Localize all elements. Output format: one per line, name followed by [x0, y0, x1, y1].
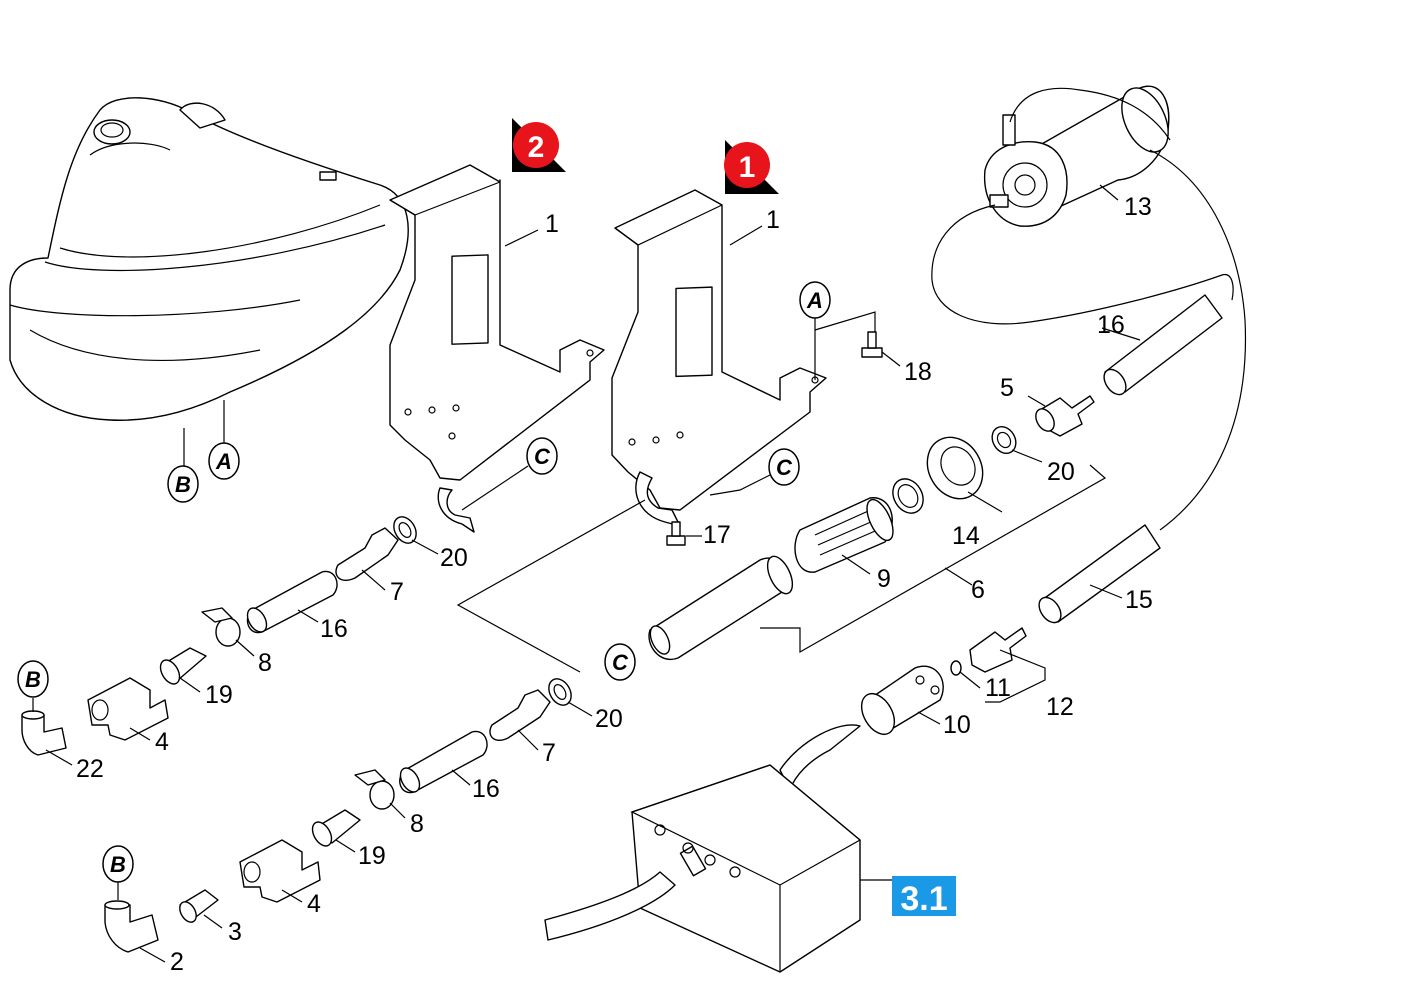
hose-loop-outer: [1149, 149, 1247, 531]
marker-a-bracket: A: [799, 281, 831, 319]
callout-fitting-19-lower: 19: [358, 842, 386, 870]
callout-washer-20-right: 20: [1047, 458, 1075, 486]
svg-text:C: C: [534, 444, 551, 469]
callout-screw-18: 18: [904, 358, 932, 386]
hose-loop: [931, 204, 1234, 325]
clamp-8-upper: [201, 607, 255, 657]
svg-text:3.1: 3.1: [900, 880, 947, 918]
callout-filter-9: 9: [877, 565, 891, 593]
washer-20-upper: [393, 516, 439, 555]
svg-text:2: 2: [528, 131, 545, 164]
callout-nipple-5: 5: [1000, 374, 1014, 402]
callout-clamp-8-lower: 8: [410, 810, 424, 838]
valve-4-lower: [239, 839, 321, 903]
bracket-variant-1: [611, 189, 827, 527]
bracket-variant-2: [389, 164, 605, 533]
svg-text:C: C: [776, 455, 793, 480]
washer-20-lower: [548, 678, 593, 717]
svg-text:C: C: [612, 650, 629, 675]
callout-coupling-10: 10: [943, 711, 971, 739]
pump-13: [983, 85, 1171, 227]
svg-text:B: B: [175, 472, 191, 497]
coupling-10: [860, 665, 944, 735]
nipple-11-12: [950, 627, 1046, 703]
variant-badge-2: 2: [512, 118, 566, 172]
callout-clamp-8-upper: 8: [258, 649, 272, 677]
washer-20-right: [991, 425, 1043, 463]
nut-14: [892, 436, 1003, 514]
filter-9: [794, 497, 894, 575]
svg-text:B: B: [25, 667, 41, 692]
callout-washer-20-lower: 20: [595, 705, 623, 733]
marker-b-tank: B: [167, 465, 199, 503]
callout-washer-20-upper: 20: [440, 544, 468, 572]
callout-bracket-1: 1: [766, 206, 780, 234]
nozzle-7-upper: [335, 527, 399, 591]
callout-nipple-3: 3: [228, 918, 242, 946]
elbow-2: [104, 900, 166, 963]
marker-b-lower: B: [102, 845, 134, 883]
callout-hose-top: 16: [1097, 311, 1125, 339]
nipple-3: [179, 889, 223, 929]
svg-text:1: 1: [739, 151, 756, 184]
svg-text:B: B: [110, 852, 126, 877]
callout-elbow-2: 2: [170, 948, 184, 976]
nipple-5: [1027, 395, 1095, 437]
clamp-8-lower: [354, 769, 406, 819]
valve-4-upper: [87, 677, 169, 741]
callout-valve-4-upper: 4: [155, 728, 169, 756]
elbow-22: [21, 710, 73, 766]
callout-fitting-19-upper: 19: [205, 681, 233, 709]
marker-b-upper: B: [17, 660, 49, 698]
callout-hose-15: 15: [1125, 586, 1153, 614]
callout-hose-16-lower: 16: [472, 775, 500, 803]
marker-c-bracket-1: C: [768, 448, 800, 486]
callout-elbow-22: 22: [76, 755, 104, 783]
svg-text:A: A: [215, 449, 232, 474]
housing-6: [648, 464, 1107, 661]
callout-bracket-2: 1: [545, 210, 559, 238]
fitting-19-lower: [311, 809, 361, 853]
callout-group-12: 12: [1046, 693, 1074, 721]
badge-circle: [724, 142, 770, 188]
screw-18: [814, 311, 901, 367]
variant-badge-1: 1: [724, 140, 779, 194]
hose-16-upper: [246, 570, 338, 634]
fitting-19-upper: [159, 647, 207, 693]
hose-15: [1038, 524, 1161, 624]
electric-box-3-1: [544, 724, 892, 973]
marker-c-bracket-2: C: [526, 437, 558, 475]
svg-text:A: A: [806, 288, 823, 313]
callout-nozzle-7-lower: 7: [542, 739, 556, 767]
callout-hose-16-upper: 16: [320, 615, 348, 643]
badge-circle: [513, 122, 559, 168]
tank: [9, 97, 409, 468]
callout-nut-14: 14: [952, 522, 980, 550]
marker-a-tank: A: [208, 442, 240, 480]
marker-c-housing: C: [604, 643, 636, 681]
nozzle-7-lower: [489, 689, 551, 751]
callout-nozzle-7-upper: 7: [390, 578, 404, 606]
assembly-reference-3-1[interactable]: 3.1: [892, 876, 956, 918]
callout-pump: 13: [1124, 193, 1152, 221]
screw-17: [666, 521, 702, 546]
hose-16-top: [1101, 294, 1223, 396]
callout-valve-4-lower: 4: [307, 890, 321, 918]
callout-screw-17: 17: [703, 521, 731, 549]
hose-16-lower: [399, 730, 488, 794]
callout-nipple-11: 11: [985, 674, 1011, 702]
callout-housing-6: 6: [971, 576, 985, 604]
